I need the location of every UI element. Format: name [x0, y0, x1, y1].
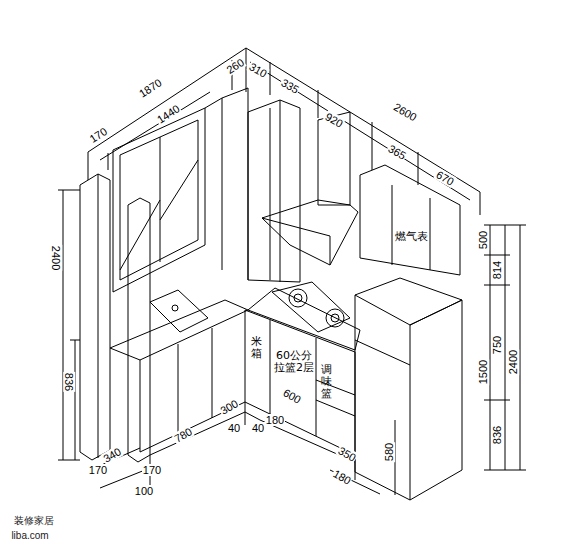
- dimension: 2600: [391, 100, 420, 124]
- dimension: 670: [433, 168, 457, 189]
- dimension: 2400: [507, 349, 519, 375]
- dimension: 170: [86, 124, 110, 145]
- dimension: 310: [246, 60, 270, 81]
- dimension: 335: [278, 76, 302, 97]
- cabinet-label: 60公分 拉篮2层: [272, 350, 316, 374]
- dimension: 780: [171, 425, 195, 446]
- dimension: 500: [477, 230, 489, 250]
- dimension: 750: [491, 335, 503, 355]
- cabinet-label: 米箱: [250, 336, 263, 360]
- dimension: 836: [63, 372, 75, 392]
- watermark: 装修家居: [13, 515, 55, 526]
- dimension: 40: [227, 422, 241, 434]
- dimension: 2400: [50, 245, 62, 271]
- dimension: 260: [223, 55, 247, 76]
- dimension: 1870: [136, 76, 165, 101]
- dimension: 814: [491, 260, 503, 280]
- dimension: 836: [491, 425, 503, 445]
- cabinet-label: 调味篮: [320, 364, 333, 400]
- dimension: 100: [134, 485, 154, 497]
- dimension: 40: [251, 422, 265, 434]
- dimension: 180: [330, 467, 354, 488]
- dimension: 580: [383, 442, 395, 462]
- dimension: 920: [322, 110, 346, 131]
- dimension: 170: [88, 464, 108, 476]
- cabinet-label: 燃气表: [394, 231, 429, 243]
- dimension: 170: [142, 464, 162, 476]
- dimension: 300: [217, 397, 241, 418]
- dimension: 600: [280, 386, 304, 407]
- dimension: 340: [100, 445, 124, 466]
- dimension: 180: [265, 414, 285, 426]
- dimension: 1500: [477, 359, 489, 385]
- watermark: liba.com: [10, 530, 49, 541]
